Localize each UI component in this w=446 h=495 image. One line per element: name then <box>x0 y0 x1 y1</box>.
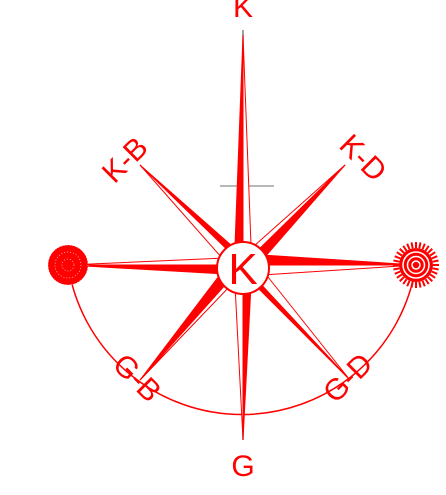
sunburst-ray <box>403 246 406 251</box>
sunburst-ray <box>400 277 404 281</box>
sunburst-ray <box>397 274 402 277</box>
sunburst-ray <box>430 274 435 277</box>
filled-circle-icon <box>48 245 88 285</box>
north-point-light <box>243 35 251 265</box>
sunburst-ray <box>433 268 439 269</box>
sunburst-ray <box>403 279 406 284</box>
sunburst-ray <box>432 256 438 258</box>
sunburst-ray <box>412 242 413 248</box>
sunburst-spiral-icon <box>393 242 439 288</box>
label-north: K <box>233 0 253 24</box>
sunburst-ray <box>425 246 428 251</box>
sunburst-ray <box>419 242 420 248</box>
sunburst-ray <box>428 249 432 253</box>
sunburst-ray <box>395 272 401 274</box>
sunburst-ray <box>432 272 438 274</box>
sunburst-ray <box>412 282 413 288</box>
sunburst-ray <box>428 277 432 281</box>
sunburst-ray <box>425 279 428 284</box>
sunburst-ray <box>423 244 425 250</box>
label-northeast: K-D <box>333 128 393 188</box>
sunburst-ray <box>400 249 404 253</box>
sunburst-ray <box>393 268 399 269</box>
sunburst-ray <box>395 256 401 258</box>
sunburst-ray <box>397 252 402 255</box>
north-point <box>235 35 243 265</box>
sunburst-ray <box>423 281 425 287</box>
sunburst-ray <box>433 261 439 262</box>
sunburst-ray <box>407 281 409 287</box>
center-label: K <box>228 245 257 294</box>
sunburst-ray <box>419 282 420 288</box>
sunburst-ray <box>393 261 399 262</box>
sunburst-ray <box>430 252 435 255</box>
sunburst-ray <box>407 244 409 250</box>
label-northwest: K-B <box>96 131 155 190</box>
label-south: G <box>231 450 254 483</box>
